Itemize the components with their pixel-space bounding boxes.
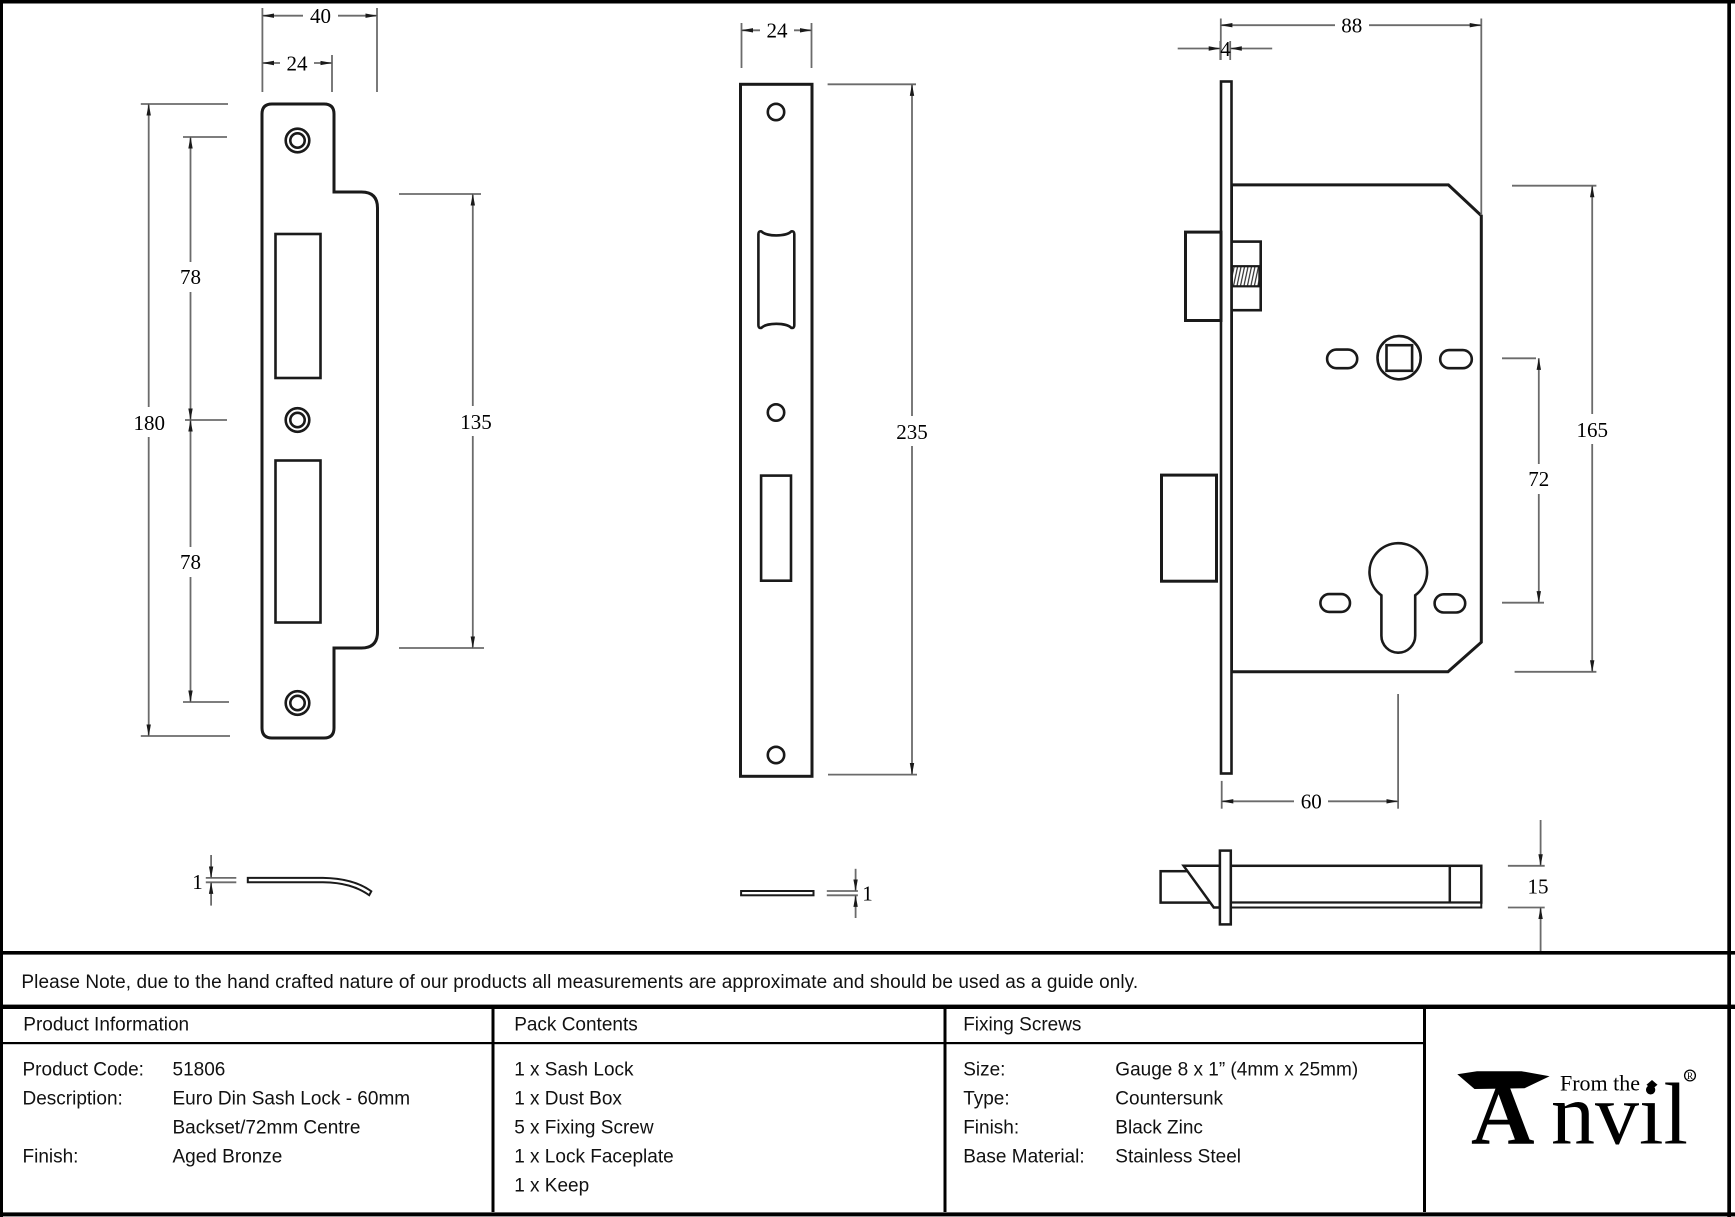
svg-text:1 x Dust Box: 1 x Dust Box [514,1089,622,1110]
svg-text:Fixing Screws: Fixing Screws [963,1015,1081,1036]
svg-text:1: 1 [862,882,873,906]
svg-text:Size:: Size: [963,1060,1005,1081]
svg-text:Finish:: Finish: [23,1147,79,1168]
svg-text:Countersunk: Countersunk [1115,1089,1223,1110]
svg-text:Finish:: Finish: [963,1118,1019,1139]
svg-text:From the: From the [1560,1071,1640,1096]
svg-text:78: 78 [180,265,201,289]
svg-text:Type:: Type: [963,1089,1009,1110]
svg-text:Base Material:: Base Material: [963,1147,1084,1168]
svg-text:60: 60 [1301,790,1322,814]
svg-text:4: 4 [1220,37,1231,61]
svg-text:1 x Sash Lock: 1 x Sash Lock [514,1060,634,1081]
svg-text:Gauge 8 x 1” (4mm x 25mm): Gauge 8 x 1” (4mm x 25mm) [1115,1060,1358,1081]
svg-text:R: R [1687,1071,1693,1081]
svg-text:180: 180 [134,411,166,435]
svg-text:5 x Fixing Screw: 5 x Fixing Screw [514,1118,654,1139]
svg-text:Euro Din Sash Lock - 60mm: Euro Din Sash Lock - 60mm [173,1089,411,1110]
svg-text:51806: 51806 [173,1060,226,1081]
svg-text:165: 165 [1576,418,1608,442]
svg-text:Description:: Description: [23,1089,123,1110]
svg-text:Product Code:: Product Code: [23,1060,144,1081]
svg-text:Product Information: Product Information [23,1015,189,1036]
svg-text:88: 88 [1341,14,1362,38]
svg-text:1: 1 [192,870,203,894]
svg-text:Pack Contents: Pack Contents [514,1015,638,1036]
svg-text:Please Note, due to the hand c: Please Note, due to the hand crafted nat… [21,972,1138,993]
svg-text:24: 24 [287,51,309,75]
svg-text:78: 78 [180,550,201,574]
svg-text:40: 40 [310,4,331,28]
svg-text:235: 235 [896,420,928,444]
svg-text:15: 15 [1528,875,1549,899]
svg-text:Stainless Steel: Stainless Steel [1115,1147,1241,1168]
svg-text:1 x Lock Faceplate: 1 x Lock Faceplate [514,1147,673,1168]
svg-text:24: 24 [767,19,789,43]
svg-text:Aged Bronze: Aged Bronze [173,1147,283,1168]
svg-text:Backset/72mm Centre: Backset/72mm Centre [173,1118,361,1139]
svg-text:1 x Keep: 1 x Keep [514,1176,589,1197]
svg-text:135: 135 [460,410,492,434]
svg-text:72: 72 [1528,467,1549,491]
svg-text:Black Zinc: Black Zinc [1115,1118,1203,1139]
